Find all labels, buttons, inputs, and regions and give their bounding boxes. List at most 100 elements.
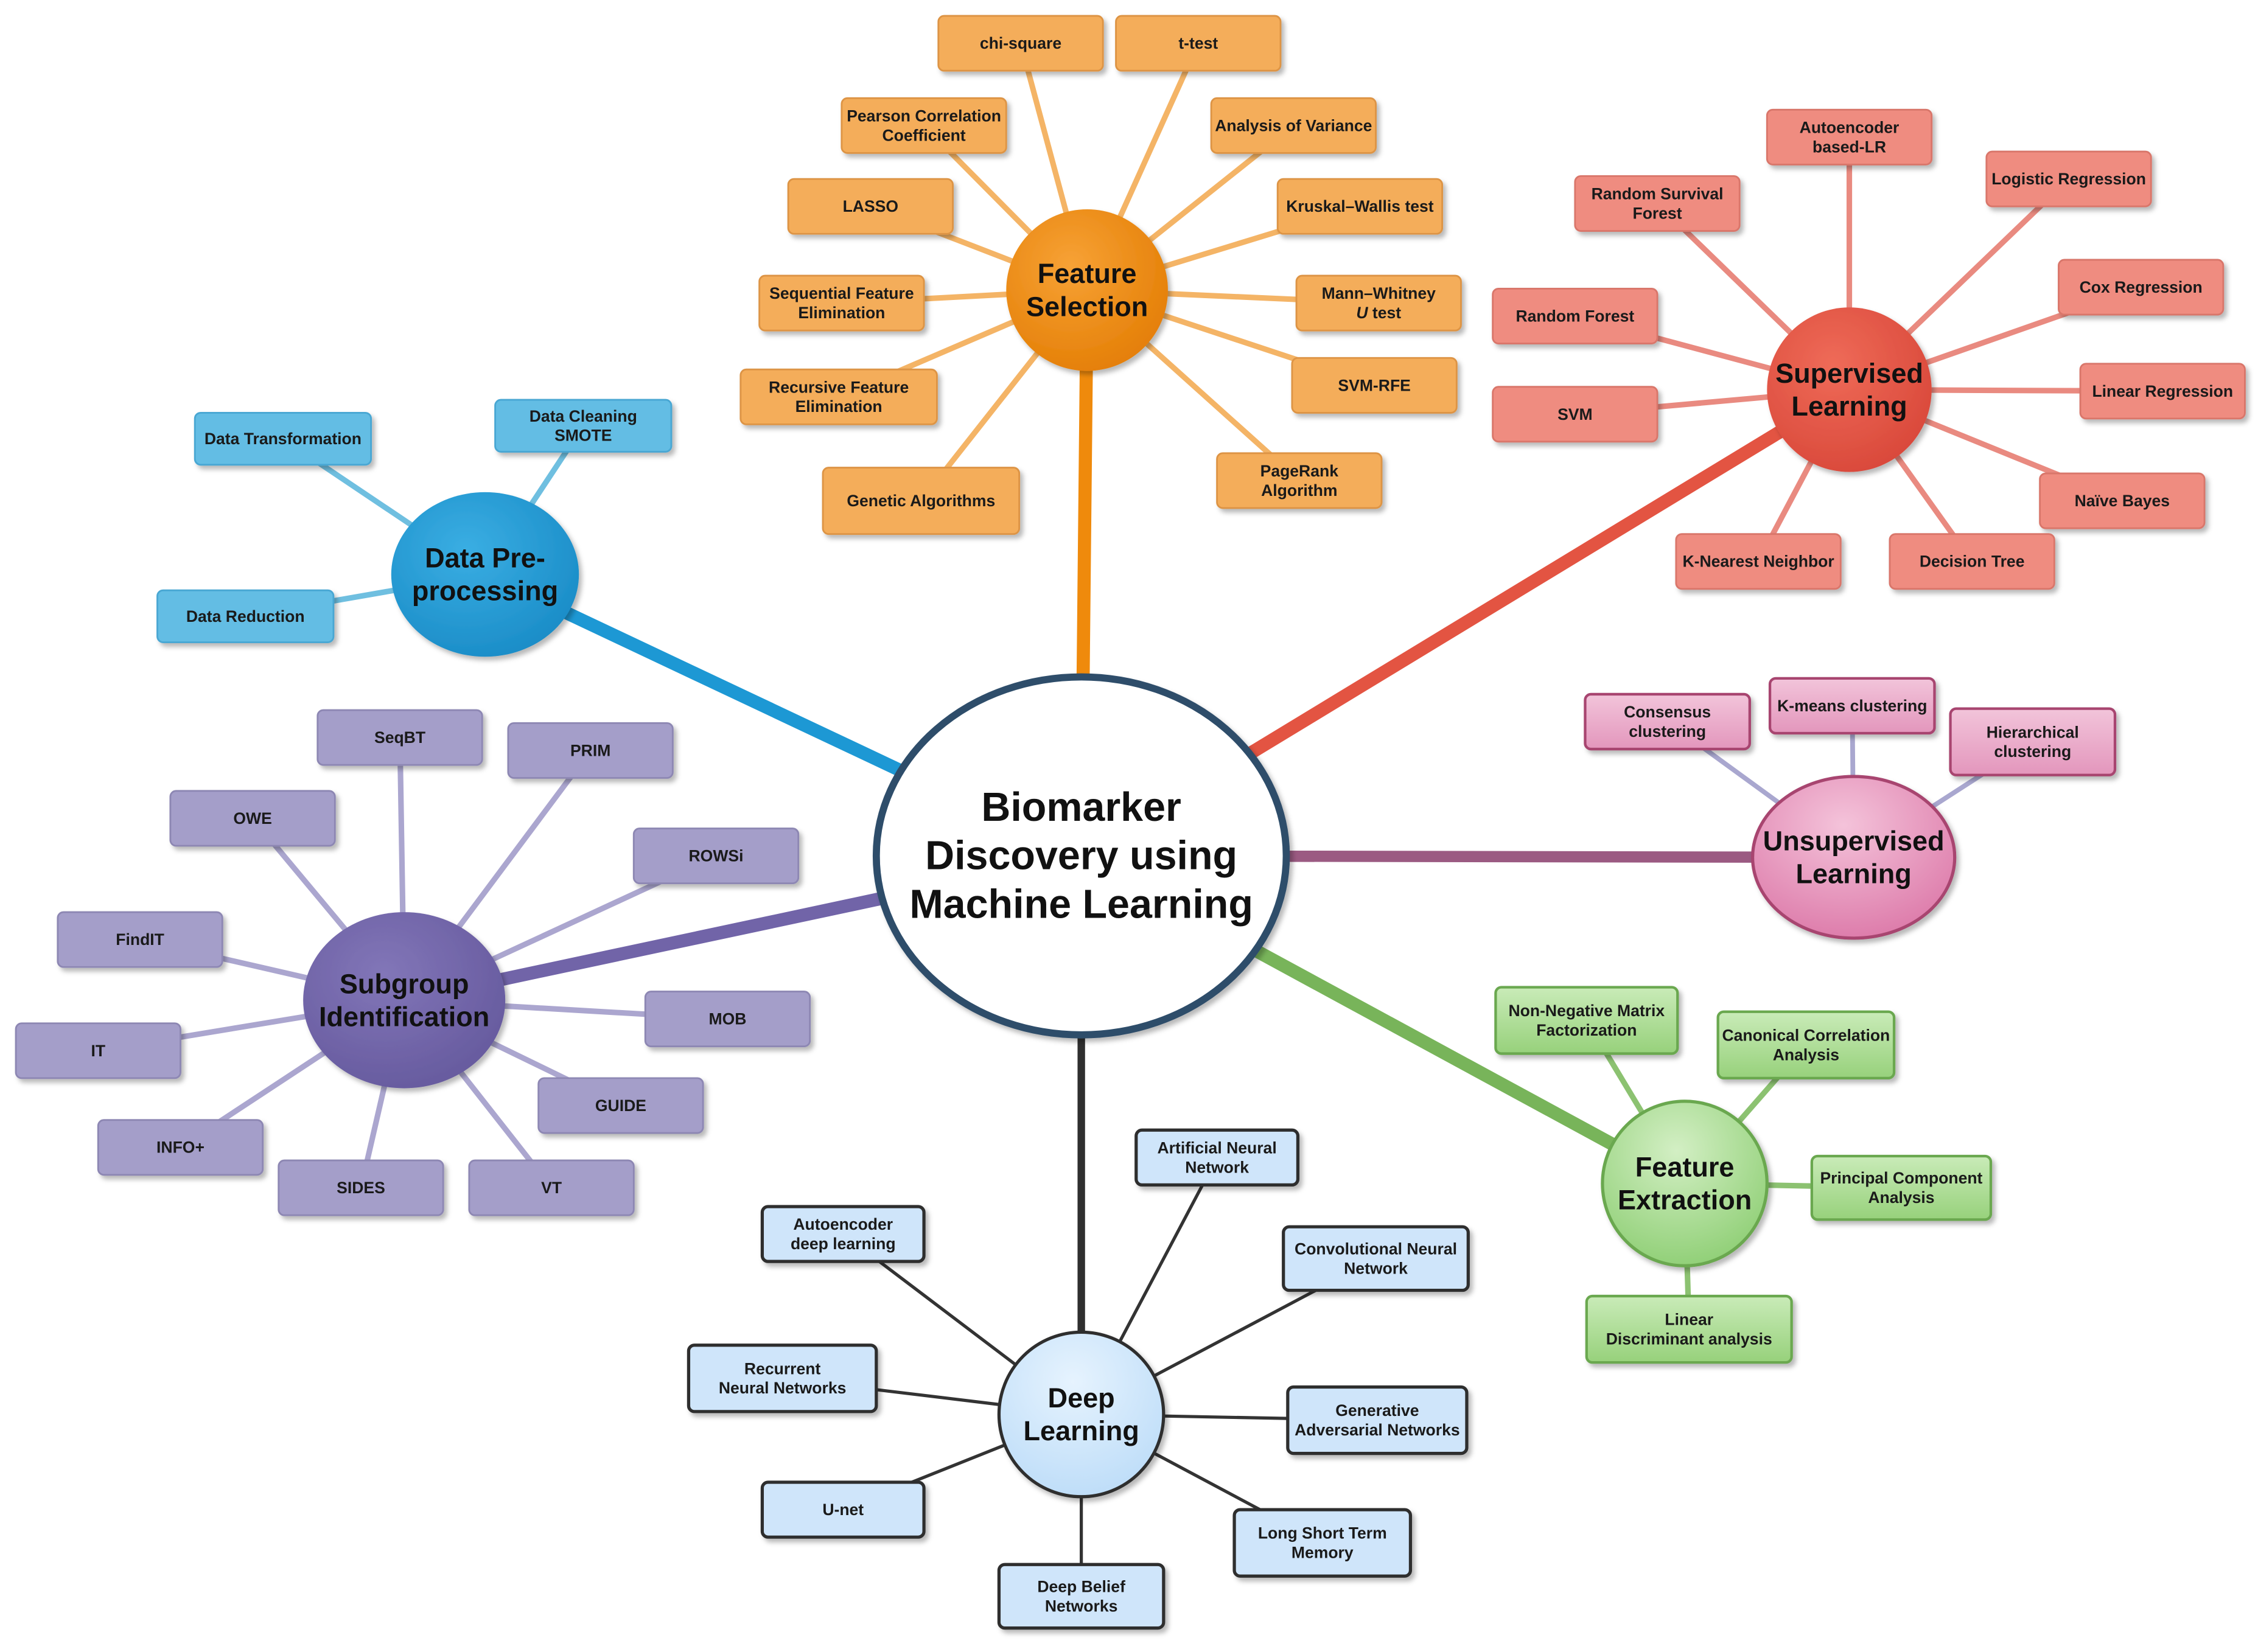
data-preprocessing-hub[interactable]: Data Pre-processing bbox=[391, 492, 579, 657]
supervised-learning-node-cox-regression[interactable]: Cox Regression bbox=[2058, 259, 2225, 316]
supervised-learning-node-svm[interactable]: SVM bbox=[1492, 386, 1659, 443]
feature-extraction-node-non-negative-matrix-factorization-box bbox=[1494, 986, 1679, 1055]
supervised-learning-node-k-nearest-neighbor[interactable]: K-Nearest Neighbor bbox=[1675, 533, 1842, 590]
center-title-line-3: Machine Learning bbox=[909, 882, 1253, 927]
deep-learning-node-u-net-line-1: U-net bbox=[822, 1500, 864, 1519]
supervised-learning-node-autoencoder-based-lr-line-1: Autoencoder bbox=[1800, 118, 1900, 136]
feature-selection-node-chi-square-line-1: chi-square bbox=[980, 34, 1061, 52]
subgroup-identification-node-info[interactable]: INFO+ bbox=[97, 1119, 264, 1176]
center-title-line-1: Biomarker bbox=[981, 785, 1181, 830]
unsupervised-learning-hub-shape bbox=[1750, 775, 1957, 940]
deep-learning-node-convolutional-neural-network-line-1: Convolutional Neural bbox=[1295, 1239, 1457, 1258]
subgroup-identification-node-sides[interactable]: SIDES bbox=[278, 1159, 444, 1216]
feature-selection-node-analysis-of-variance[interactable]: Analysis of Variance bbox=[1210, 97, 1377, 154]
feature-selection-hub-shape bbox=[1006, 209, 1168, 371]
subgroup-identification-node-rowsi[interactable]: ROWSi bbox=[632, 828, 800, 885]
feature-selection-node-lasso[interactable]: LASSO bbox=[787, 178, 954, 235]
supervised-learning-node-decision-tree[interactable]: Decision Tree bbox=[1889, 533, 2055, 590]
feature-extraction-node-principal-component-analysis-box bbox=[1810, 1154, 1993, 1221]
subgroup-identification-node-owe-box bbox=[169, 790, 336, 847]
supervised-learning-node-random-forest-box bbox=[1492, 287, 1659, 344]
feature-extraction-node-linear-discriminant-analysis-box bbox=[1585, 1294, 1793, 1364]
supervised-learning-node-random-survival-forest-line-1: Random Survival bbox=[1592, 185, 1724, 203]
feature-extraction-hub-title-line-1: Feature bbox=[1635, 1151, 1735, 1182]
feature-extraction-node-non-negative-matrix-factorization-line-1: Non-Negative Matrix bbox=[1508, 1002, 1665, 1020]
deep-learning-node-u-net[interactable]: U-net bbox=[760, 1480, 926, 1539]
subgroup-identification-spoke bbox=[397, 734, 406, 915]
feature-selection-node-t-test[interactable]: t-test bbox=[1115, 15, 1282, 72]
feature-selection-node-pagerank-algorithm-box bbox=[1216, 452, 1383, 509]
supervised-learning-node-logistic-regression[interactable]: Logistic Regression bbox=[1985, 150, 2152, 207]
deep-learning-node-generative-adversarial-networks-line-1: Generative bbox=[1335, 1401, 1419, 1420]
unsupervised-learning-node-k-means-clustering[interactable]: K-means clustering bbox=[1768, 677, 1936, 735]
subgroup-identification-node-owe-line-1: OWE bbox=[233, 809, 271, 828]
supervised-learning-hub-title-line-2: Learning bbox=[1791, 391, 1907, 422]
supervised-learning-node-decision-tree-box bbox=[1889, 533, 2055, 590]
supervised-learning-node-linear-regression[interactable]: Linear Regression bbox=[2079, 363, 2246, 420]
deep-learning-hub-title-line-2: Learning bbox=[1024, 1415, 1139, 1446]
feature-selection-node-svm-rfe[interactable]: SVM-RFE bbox=[1291, 357, 1458, 414]
feature-selection-node-recursive-feature-elimination-box bbox=[739, 368, 938, 425]
feature-selection-hub-title-line-2: Selection bbox=[1026, 291, 1148, 322]
supervised-learning-node-logistic-regression-box bbox=[1985, 150, 2152, 207]
unsupervised-learning-node-hierarchical-clustering-line-1: Hierarchical bbox=[1987, 723, 2079, 741]
feature-selection-node-genetic-algorithms[interactable]: Genetic Algorithms bbox=[822, 467, 1021, 535]
subgroup-identification-hub-shape bbox=[303, 912, 506, 1089]
supervised-learning-node-random-forest[interactable]: Random Forest bbox=[1492, 287, 1659, 344]
subgroup-identification-node-seqbt[interactable]: SeqBT bbox=[316, 709, 483, 766]
feature-selection-node-lasso-box bbox=[787, 178, 954, 235]
feature-selection-node-kruskal-wallis-test[interactable]: Kruskal–Wallis test bbox=[1276, 178, 1444, 235]
feature-selection-node-sequential-feature-elimination-line-2: Elimination bbox=[798, 304, 885, 322]
subgroup-identification-node-mob[interactable]: MOB bbox=[644, 991, 811, 1048]
subgroup-identification-node-prim[interactable]: PRIM bbox=[507, 722, 674, 779]
subgroup-identification-node-guide[interactable]: GUIDE bbox=[537, 1077, 704, 1134]
data-preprocessing-node-data-reduction-line-1: Data Reduction bbox=[186, 607, 305, 626]
feature-selection-node-sequential-feature-elimination-line-1: Sequential Feature bbox=[769, 284, 914, 302]
subgroup-identification-node-rowsi-line-1: ROWSi bbox=[689, 847, 744, 865]
subgroup-identification-node-sides-line-1: SIDES bbox=[337, 1179, 385, 1197]
subgroup-identification-node-info-line-1: INFO+ bbox=[156, 1138, 204, 1157]
supervised-learning-main-connector bbox=[1243, 425, 1786, 761]
data-preprocessing-hub-title-line-1: Data Pre- bbox=[425, 543, 545, 574]
subgroup-identification-node-owe[interactable]: OWE bbox=[169, 790, 336, 847]
feature-selection-node-pearson-correlation-coefficient-line-1: Pearson Correlation bbox=[847, 106, 1001, 125]
feature-selection-node-genetic-algorithms-line-1: Genetic Algorithms bbox=[847, 492, 995, 510]
supervised-learning-node-na-ve-bayes[interactable]: Naïve Bayes bbox=[2039, 472, 2206, 529]
subgroup-identification-node-findit[interactable]: FindIT bbox=[57, 911, 223, 968]
subgroup-identification-node-it[interactable]: IT bbox=[15, 1022, 181, 1079]
feature-selection-node-t-test-line-1: t-test bbox=[1178, 34, 1218, 52]
data-preprocessing-node-data-reduction[interactable]: Data Reduction bbox=[156, 589, 335, 643]
deep-learning-node-recurrent-neural-networks-line-2: Neural Networks bbox=[719, 1379, 847, 1397]
data-preprocessing-node-data-transformation[interactable]: Data Transformation bbox=[194, 411, 372, 466]
feature-selection-node-chi-square[interactable]: chi-square bbox=[937, 15, 1104, 72]
subgroup-identification-node-vt[interactable]: VT bbox=[468, 1159, 635, 1216]
